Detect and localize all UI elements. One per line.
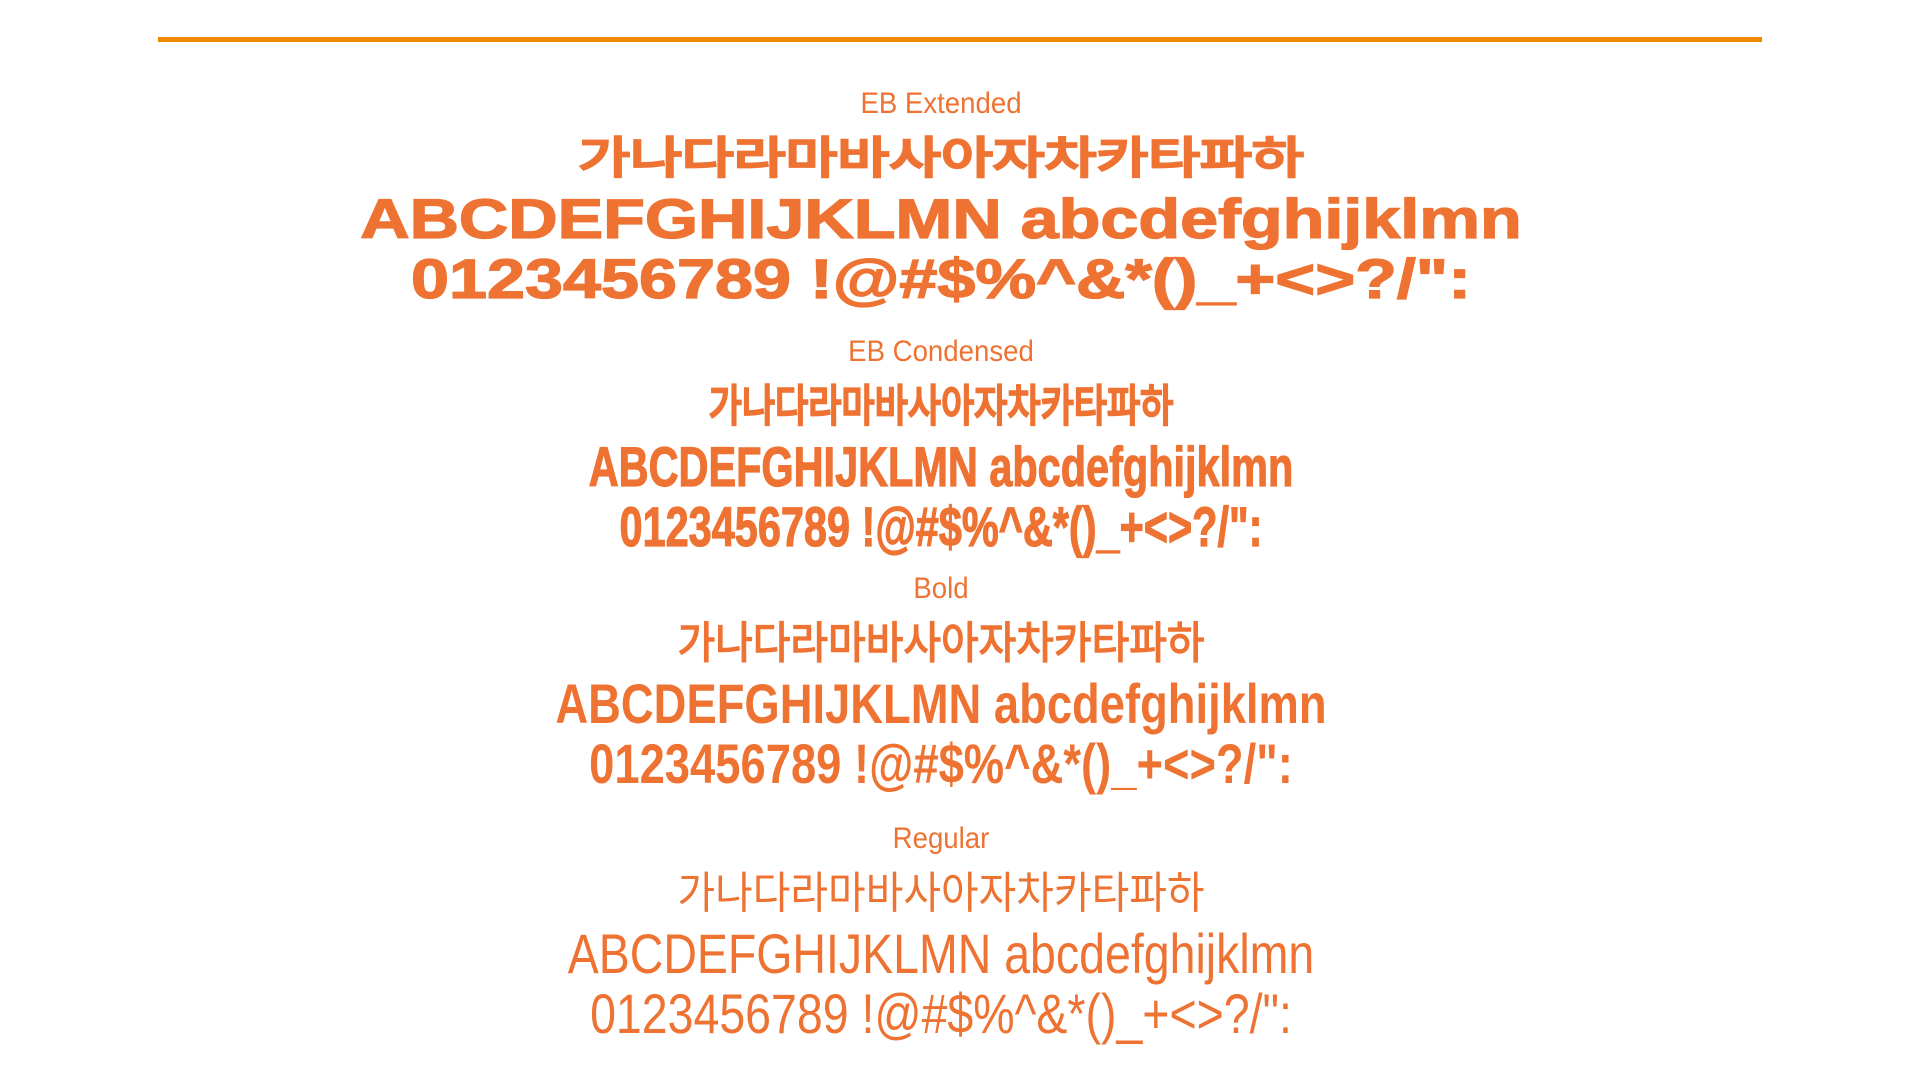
specimen-style-title: Bold: [913, 572, 969, 605]
specimen-latin-row: ABCDEFGHIJKLMN abcdefghijklmn: [588, 435, 1294, 498]
specimen-style-title: EB Extended: [860, 87, 1022, 120]
specimen-latin-row: ABCDEFGHIJKLMN abcdefghijklmn: [555, 672, 1327, 735]
specimen-symbols-row: 0123456789 !@#$%^&*()_+<>?/":: [589, 732, 1293, 795]
specimen-section-eb-condensed: EB Condensed 가나다라마바사아자차카타파하 ABCDEFGHIJKL…: [0, 335, 1901, 558]
specimen-section-bold: Bold 가나다라마바사아자차카타파하 ABCDEFGHIJKLMN abcde…: [0, 573, 1901, 793]
specimen-style-title: EB Condensed: [848, 335, 1034, 368]
specimen-korean-row: 가나다라마바사아자차카타파하: [677, 869, 1205, 918]
specimen-latin-row: ABCDEFGHIJKLMN abcdefghijklmn: [359, 187, 1522, 250]
specimen-style-title: Regular: [892, 822, 990, 855]
specimen-symbols-row: 0123456789 !@#$%^&*()_+<>?/":: [619, 495, 1263, 558]
specimen-symbols-row: 0123456789 !@#$%^&*()_+<>?/":: [410, 247, 1472, 310]
specimen-section-regular: Regular 가나다라마바사아자차카타파하 ABCDEFGHIJKLMN ab…: [0, 823, 1901, 1043]
specimen-korean-row: 가나다라마바사아자차카타파하: [708, 381, 1174, 431]
specimen-korean-row: 가나다라마바사아자차카타파하: [677, 619, 1205, 668]
specimen-korean-row: 가나다라마바사아자차카타파하: [577, 133, 1304, 183]
specimen-symbols-row: 0123456789 !@#$%^&*()_+<>?/":: [590, 982, 1292, 1045]
top-rule-divider: [158, 37, 1762, 42]
specimen-latin-row: ABCDEFGHIJKLMN abcdefghijklmn: [567, 922, 1315, 985]
specimen-section-eb-extended: EB Extended 가나다라마바사아자차카타파하 ABCDEFGHIJKLM…: [0, 87, 1901, 309]
